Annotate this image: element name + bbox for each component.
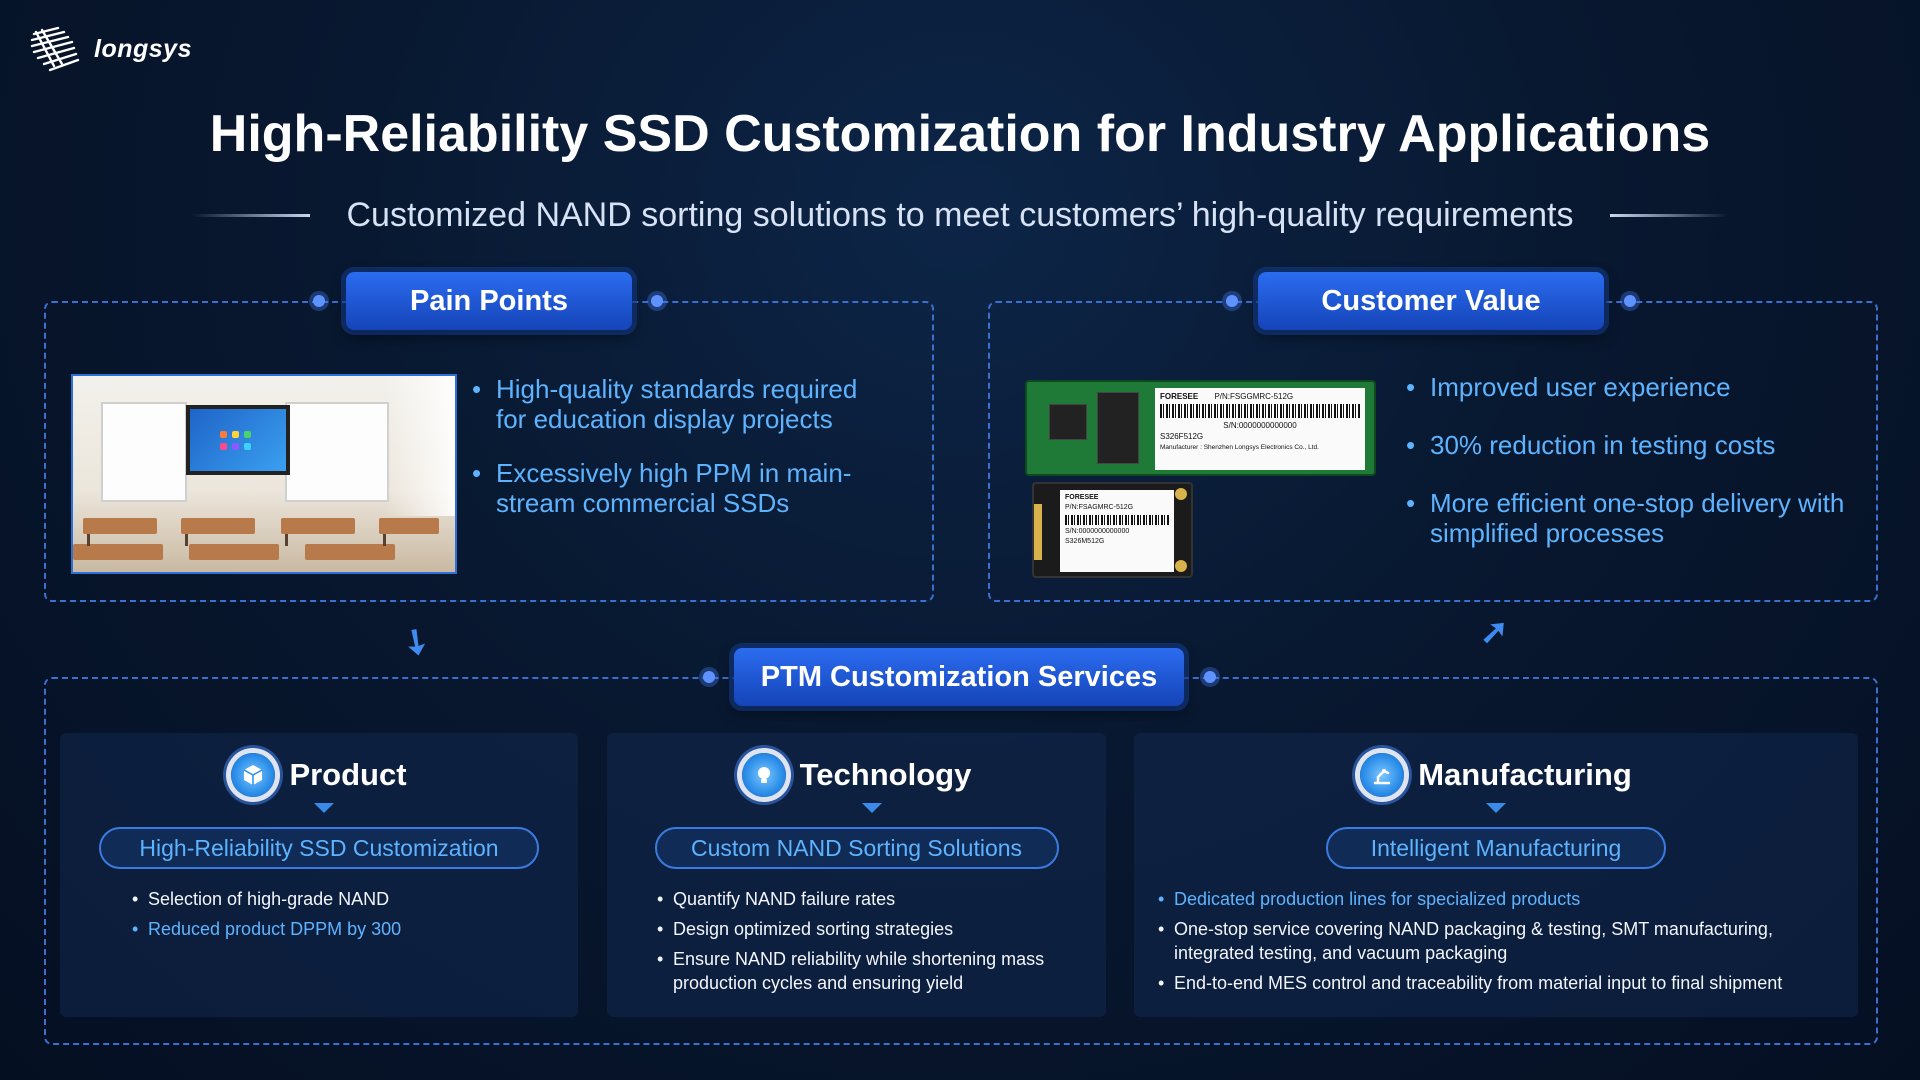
longsys-logo-icon <box>30 26 80 72</box>
ssd-msata-image: FORESEE P/N:FSAGMRC-512G S/N:00000000000… <box>1032 482 1193 578</box>
desk <box>379 518 439 534</box>
ssd-label: FORESEE P/N:FSAGMRC-512G S/N:00000000000… <box>1060 490 1174 572</box>
desk <box>305 544 395 560</box>
app-icon <box>244 443 251 450</box>
customer-value-list: Improved user experience 30% reduction i… <box>1406 372 1866 548</box>
desk <box>189 544 279 560</box>
desk-leg <box>185 534 188 546</box>
customer-value-dot-left <box>1226 295 1238 307</box>
subtitle-line-right <box>1609 214 1728 217</box>
page-title: High-Reliability SSD Customization for I… <box>209 105 1711 163</box>
ssd-brand-text: FORESEE <box>1160 392 1199 401</box>
ssd-model-text: S326M512G <box>1065 538 1105 545</box>
product-card: Product High-Reliability SSD Customizati… <box>60 733 578 1017</box>
pain-point-item: High-quality standards required for educ… <box>472 374 892 434</box>
ssd-m2-image: FORESEE P/N:FSGGMRC-512G S/N:00000000000… <box>1025 380 1376 476</box>
desk-leg <box>87 534 90 546</box>
app-icon <box>232 443 239 450</box>
desk-leg <box>285 534 288 546</box>
pain-points-heading: Pain Points <box>346 272 632 330</box>
ssd-pn-text: P/N:FSAGMRC-512G <box>1065 504 1134 511</box>
ssd-model-text: S326F512G <box>1160 432 1204 441</box>
card-header: Technology <box>607 753 1106 797</box>
ssd-manufacturer-text: Manufacturer : Shenzhen Longsys Electron… <box>1160 444 1319 451</box>
app-icon <box>232 431 239 438</box>
ssd-chip <box>1097 392 1139 464</box>
pain-points-dot-left <box>313 295 325 307</box>
customer-value-item: More efficient one-stop delivery with si… <box>1406 488 1866 548</box>
window-light <box>385 376 455 516</box>
classroom-image <box>71 374 457 574</box>
arrow-down-right-icon: ➘ <box>393 618 439 666</box>
ssd-sn-text: S/N:0000000000000 <box>1223 421 1297 430</box>
customer-value-item: Improved user experience <box>1406 372 1866 402</box>
pain-points-dot-right <box>651 295 663 307</box>
ptm-heading: PTM Customization Services <box>734 648 1184 706</box>
card-header: Manufacturing <box>1134 753 1858 797</box>
chevron-down-icon <box>1486 803 1506 813</box>
ptm-dot-left <box>703 671 715 683</box>
card-list-item: Ensure NAND reliability while shortening… <box>657 947 1077 995</box>
barcode <box>1065 515 1169 525</box>
ssd-label: FORESEE P/N:FSGGMRC-512G S/N:00000000000… <box>1155 388 1365 470</box>
card-list-item: Selection of high-grade NAND <box>132 887 578 911</box>
app-icon <box>244 431 251 438</box>
ssd-mount-hole <box>1175 488 1187 500</box>
card-list-item: Quantify NAND failure rates <box>657 887 1077 911</box>
card-subtitle-pill: High-Reliability SSD Customization <box>99 827 539 869</box>
card-list-item: Reduced product DPPM by 300 <box>132 917 578 941</box>
card-list: Quantify NAND failure rates Design optim… <box>657 887 1077 995</box>
card-title: Product <box>289 757 407 792</box>
cube-icon <box>231 753 276 797</box>
lightbulb-icon <box>741 753 786 797</box>
ssd-chip <box>1049 404 1087 440</box>
card-title: Manufacturing <box>1418 757 1632 792</box>
brand-logo: longsys <box>28 26 192 72</box>
customer-value-heading: Customer Value <box>1258 272 1604 330</box>
logo-text: longsys <box>94 34 192 63</box>
robot-arm-icon <box>1360 753 1405 797</box>
chevron-down-icon <box>314 803 334 813</box>
desk-leg <box>383 534 386 546</box>
card-title: Technology <box>799 757 972 792</box>
subtitle-row: Customized NAND sorting solutions to mee… <box>0 196 1920 235</box>
pain-points-list: High-quality standards required for educ… <box>472 374 892 518</box>
ssd-pn-text: P/N:FSGGMRC-512G <box>1214 392 1294 401</box>
arrow-up-right-icon: ➚ <box>1480 613 1509 651</box>
card-list-item: End-to-end MES control and traceability … <box>1158 971 1848 995</box>
customer-value-item: 30% reduction in testing costs <box>1406 430 1866 460</box>
whiteboard-right <box>285 402 389 502</box>
card-list-item: Design optimized sorting strategies <box>657 917 1077 941</box>
page-subtitle: Customized NAND sorting solutions to mee… <box>346 196 1574 234</box>
card-list-item: One-stop service covering NAND packaging… <box>1158 917 1848 965</box>
desk <box>181 518 255 534</box>
card-list: Dedicated production lines for specializ… <box>1158 887 1848 995</box>
pain-point-item: Excessively high PPM in main-stream comm… <box>472 458 892 518</box>
ssd-sn-text: S/N:0000000000000 <box>1065 528 1130 535</box>
ssd-contact <box>1034 504 1042 560</box>
ptm-dot-right <box>1204 671 1216 683</box>
customer-value-dot-right <box>1624 295 1636 307</box>
chevron-down-icon <box>862 803 882 813</box>
display-screen <box>186 405 290 475</box>
card-header: Product <box>60 753 578 797</box>
desk <box>281 518 355 534</box>
card-subtitle-pill: Custom NAND Sorting Solutions <box>654 827 1059 869</box>
barcode <box>1160 404 1360 418</box>
ssd-mount-hole <box>1175 560 1187 572</box>
app-icon <box>220 443 227 450</box>
card-list: Selection of high-grade NAND Reduced pro… <box>132 887 578 941</box>
technology-card: Technology Custom NAND Sorting Solutions… <box>607 733 1106 1017</box>
manufacturing-card: Manufacturing Intelligent Manufacturing … <box>1134 733 1858 1017</box>
desk <box>73 544 163 560</box>
desk <box>83 518 157 534</box>
whiteboard-left <box>101 402 187 502</box>
app-icon <box>220 431 227 438</box>
card-subtitle-pill: Intelligent Manufacturing <box>1326 827 1666 869</box>
card-list-item: Dedicated production lines for specializ… <box>1158 887 1848 911</box>
subtitle-line-left <box>192 214 311 217</box>
ssd-brand-text: FORESEE <box>1065 494 1099 501</box>
